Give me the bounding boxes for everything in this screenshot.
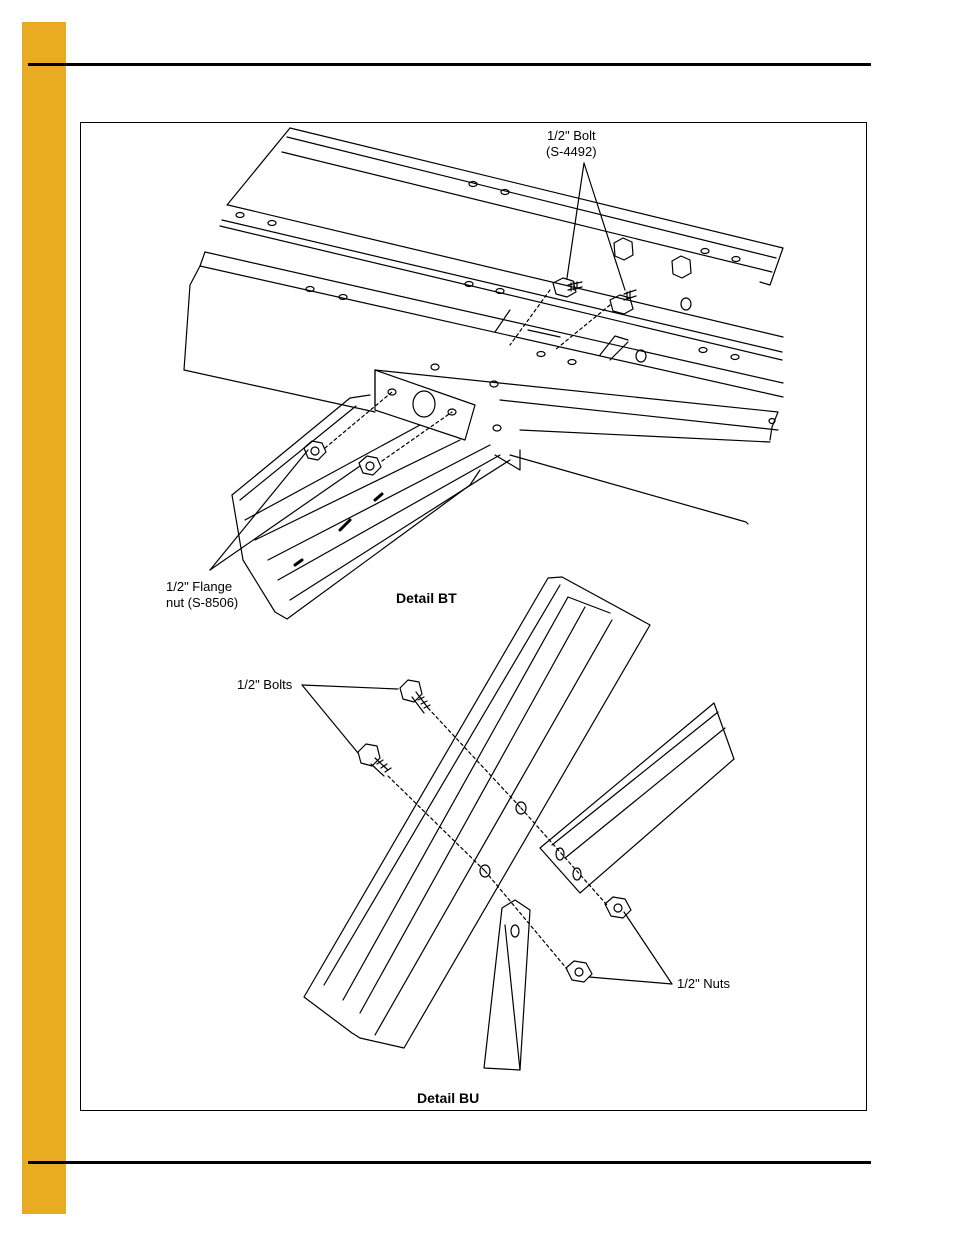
detail-bu-leaders xyxy=(301,684,673,985)
bu-nuts-label: 1/2" Nuts xyxy=(677,976,731,991)
detail-bu-nut-1 xyxy=(604,896,632,919)
bt-bolt-label: 1/2" Bolt (S-4492) xyxy=(546,128,597,160)
upper-right-member xyxy=(539,702,735,894)
lower-small-member xyxy=(483,899,531,1071)
detail-bu-nut-2 xyxy=(565,960,593,983)
front-channel xyxy=(374,363,779,525)
detail-bt-drawing xyxy=(183,127,784,620)
bt-bolt-label-line1: 1/2" Bolt xyxy=(546,128,596,143)
bt-nut-label-line2: nut (S-8506) xyxy=(166,595,239,610)
detail-bu-dashed-lines xyxy=(387,707,608,970)
detail-bt-title: Detail BT xyxy=(396,590,457,606)
detail-bu-bolt-1 xyxy=(399,679,431,714)
detail-bu-title: Detail BU xyxy=(417,1090,480,1106)
detail-bt-nut-1 xyxy=(303,440,327,461)
detail-bt-bolt-2 xyxy=(609,289,637,315)
main-diagonal-member xyxy=(303,576,651,1049)
bt-nut-label: 1/2" Flange nut (S-8506) xyxy=(166,579,238,611)
bu-bolts-label: 1/2" Bolts xyxy=(237,677,293,692)
header-rule xyxy=(28,63,871,66)
detail-bt-leaders xyxy=(209,162,626,571)
detail-bt-bolt-1 xyxy=(552,277,583,298)
upper-panel xyxy=(219,127,784,361)
diagonal-brace xyxy=(231,394,511,620)
figure-frame xyxy=(80,122,867,1111)
detail-bu-bolt-2 xyxy=(357,743,392,777)
bt-bolt-label-line2: (S-4492) xyxy=(546,144,597,159)
middle-channel xyxy=(183,251,784,413)
detail-bt-dashed-lines xyxy=(324,289,611,462)
footer-rule xyxy=(28,1161,871,1164)
bt-nut-label-line1: 1/2" Flange xyxy=(166,579,233,594)
angle-bracket xyxy=(374,369,476,441)
detail-bu-drawing xyxy=(301,576,735,1071)
side-tab xyxy=(22,22,66,1214)
detail-bt-nut-2 xyxy=(358,455,382,476)
